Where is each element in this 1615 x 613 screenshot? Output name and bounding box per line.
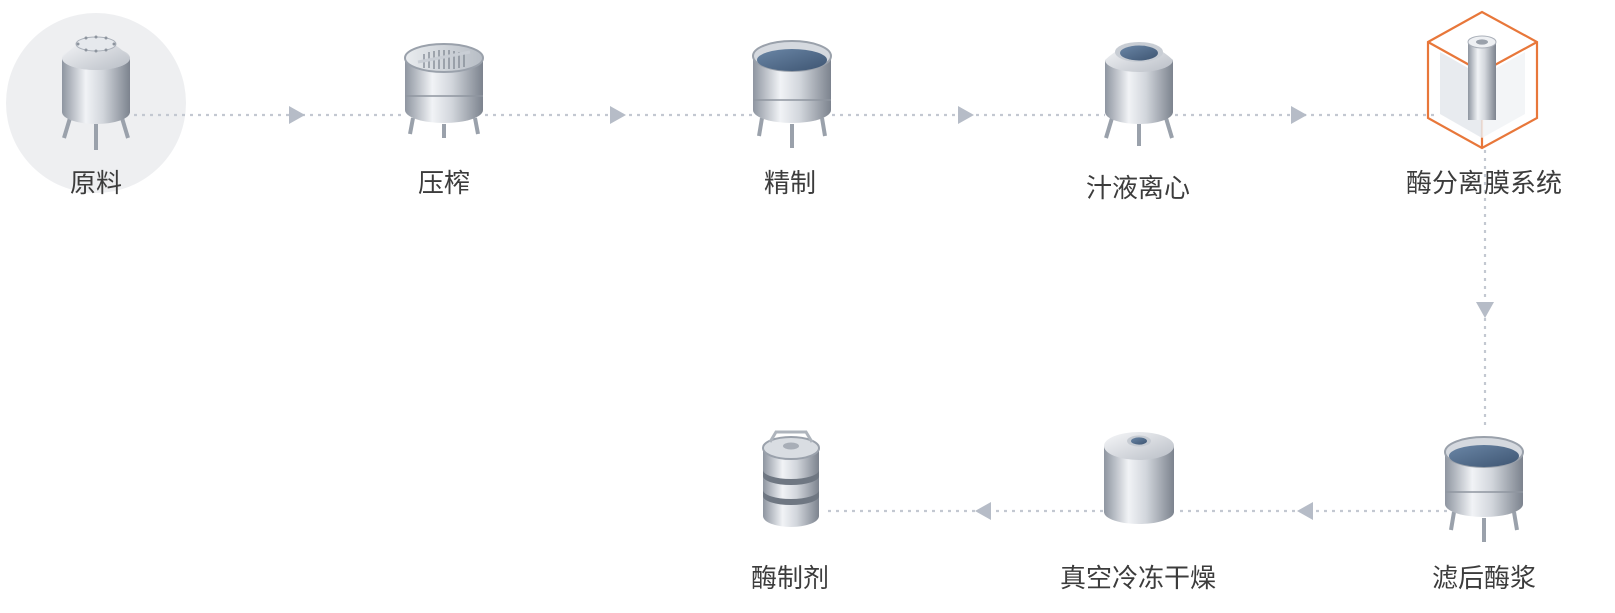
- filtered-slurry-tank-icon: [1444, 436, 1524, 542]
- arrow-down-icon: [1476, 302, 1494, 318]
- step-label-freeze-drying: 真空冷冻干燥: [1059, 564, 1217, 594]
- arrowheads: [289, 106, 1494, 520]
- press-tank-icon: [404, 43, 484, 138]
- step-label-filtered-slurry: 滤后酶浆: [1431, 564, 1537, 594]
- step-label-pressing: 压榨: [417, 169, 471, 199]
- arrow-right-icon: [289, 106, 305, 124]
- keg-icon: [762, 430, 820, 527]
- step-label-raw-material: 原料: [69, 169, 123, 199]
- step-label-membrane-system: 酶分离膜系统: [1405, 169, 1563, 199]
- freeze-dryer-tank-icon: [1104, 432, 1174, 524]
- membrane-system-icon: [1426, 10, 1539, 150]
- centrifuge-tank-icon: [1104, 42, 1174, 146]
- refining-tank-icon: [752, 40, 832, 148]
- arrow-right-icon: [610, 106, 626, 124]
- step-label-refining: 精制: [763, 169, 817, 199]
- arrow-left-icon: [975, 502, 991, 520]
- step-label-enzyme-preparation: 酶制剂: [750, 564, 830, 594]
- arrow-left-icon: [1297, 502, 1313, 520]
- arrow-right-icon: [1291, 106, 1307, 124]
- arrow-right-icon: [958, 106, 974, 124]
- step-label-juice-centrifuge: 汁液离心: [1085, 174, 1191, 204]
- vessel-with-lid-icon: [62, 35, 130, 150]
